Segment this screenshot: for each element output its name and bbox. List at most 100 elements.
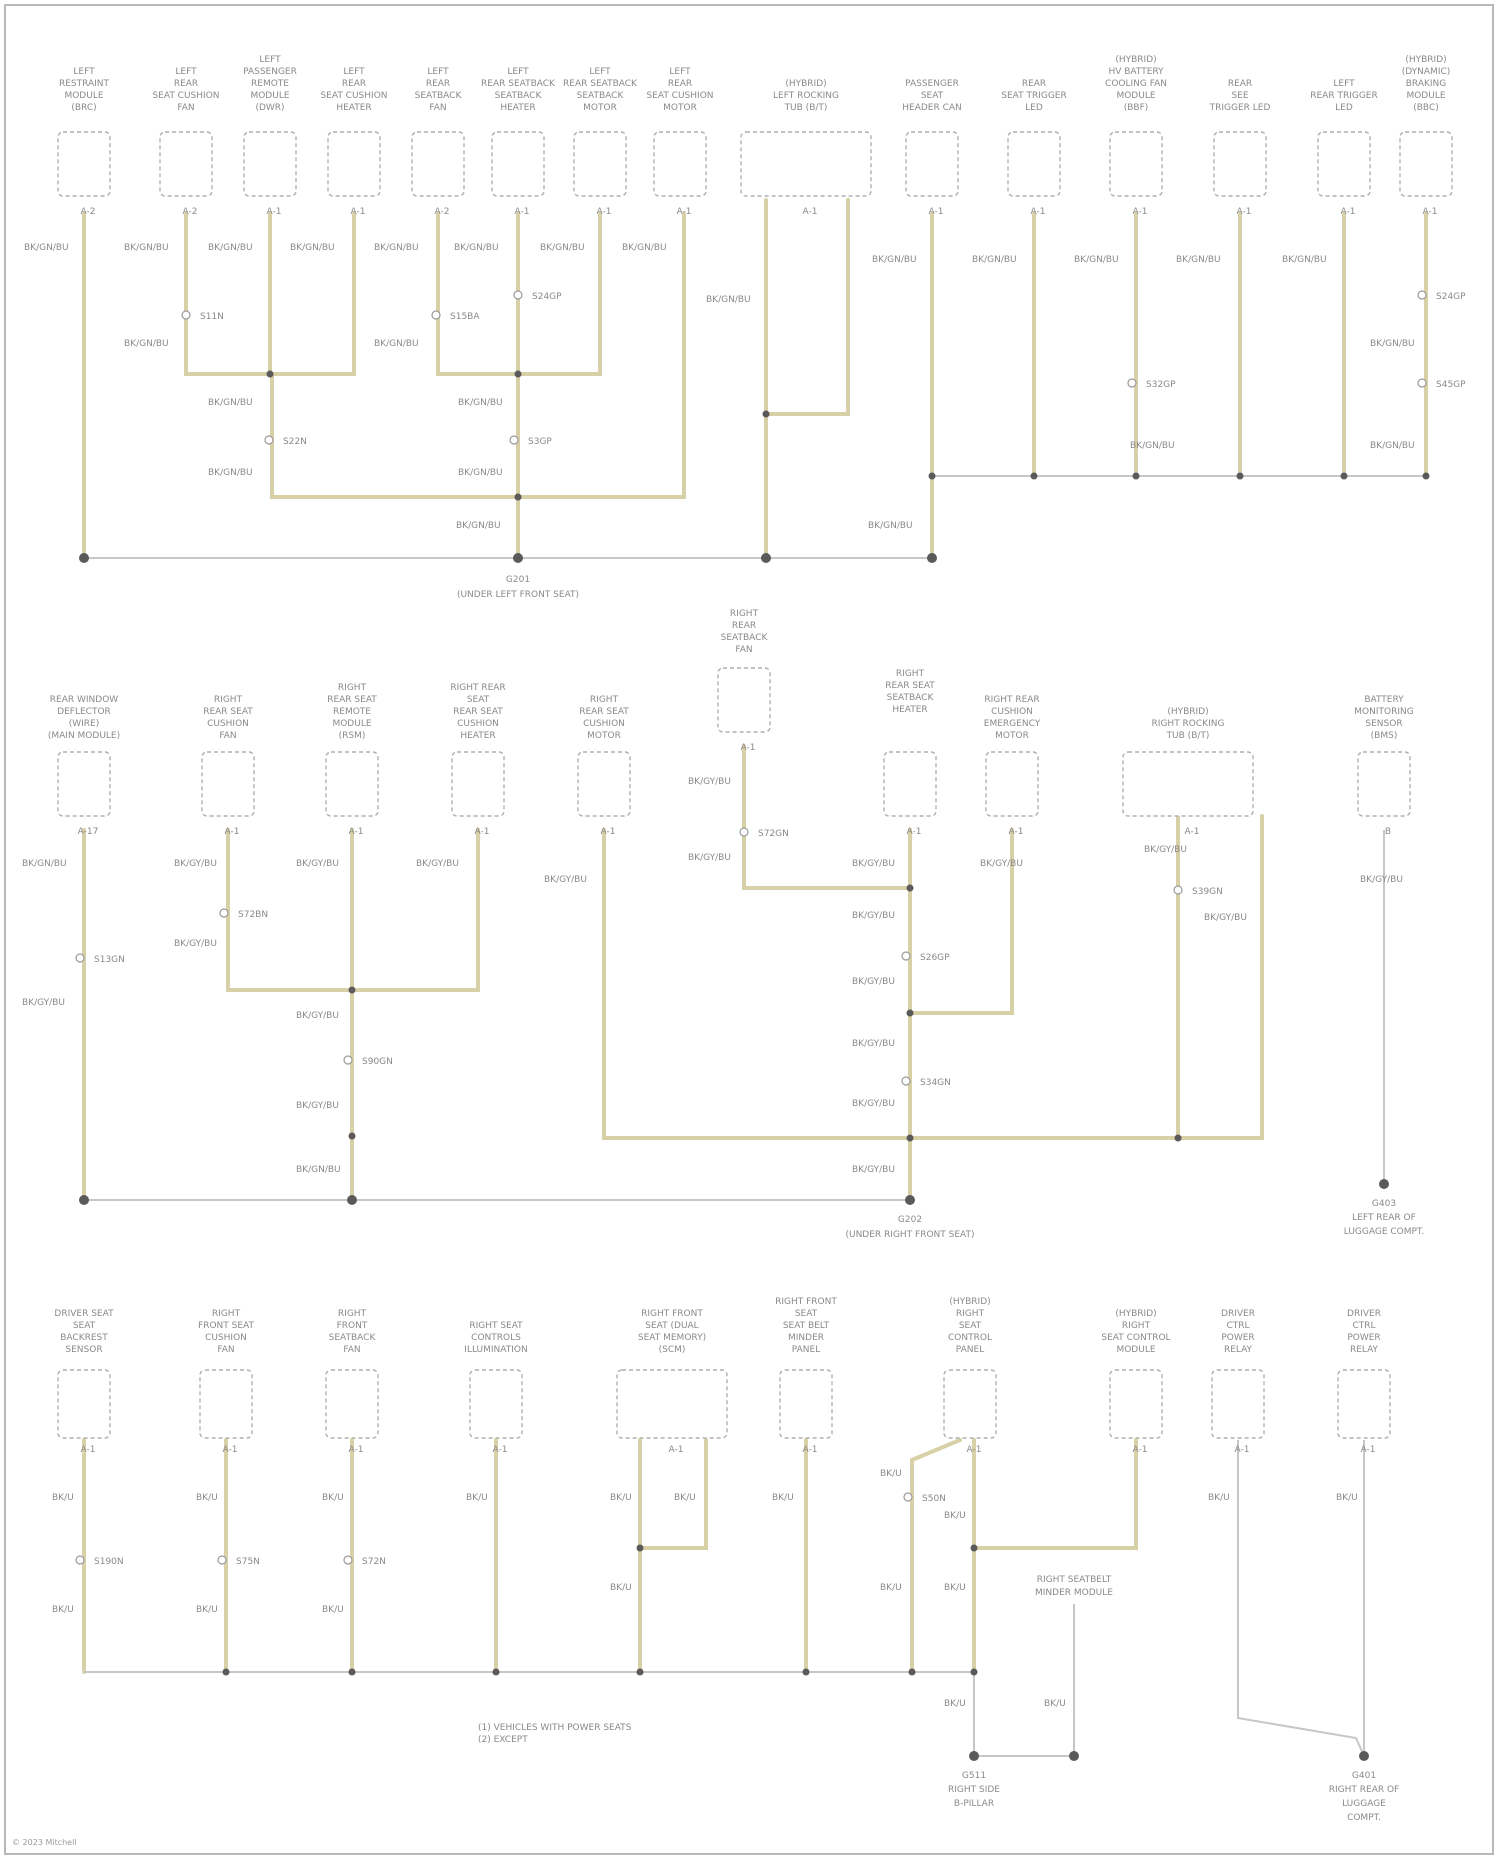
junction-dot xyxy=(907,885,914,892)
wire-color-label: BK/U xyxy=(1336,1493,1358,1503)
component-label: REAR xyxy=(1228,79,1252,89)
component-label: SEAT BELT xyxy=(783,1321,830,1331)
component-box xyxy=(617,1370,727,1438)
component-label: REAR SEATBACK xyxy=(481,79,556,89)
wire-color-label: BK/U xyxy=(610,1583,632,1593)
ground-desc: COMPT. xyxy=(1347,1813,1381,1823)
wire-rocking-r-right xyxy=(1178,816,1262,1138)
component-label: SEAT xyxy=(467,695,490,705)
component-label: MINDER xyxy=(788,1333,824,1343)
pin-label: A-1 xyxy=(741,743,756,753)
component-box xyxy=(1358,752,1410,816)
component-label: REAR SEAT xyxy=(327,695,377,705)
component-label: HEATER xyxy=(336,103,371,113)
component-box xyxy=(654,132,706,196)
splice-id: S34GN xyxy=(920,1078,951,1088)
splice-connector xyxy=(514,291,522,299)
splice-connector xyxy=(432,311,440,319)
wire-color-label: BK/U xyxy=(880,1583,902,1593)
splice-id: S32GP xyxy=(1146,380,1176,390)
splice-id: S3GP xyxy=(528,437,552,447)
component-label: SEAT xyxy=(795,1309,818,1319)
wire-color-label: BK/GY/BU xyxy=(688,777,731,787)
component-label: PASSENGER xyxy=(905,79,959,89)
wire-color-label: BK/GN/BU xyxy=(1282,255,1327,265)
splice-connector xyxy=(904,1493,912,1501)
component-label: RIGHT xyxy=(1122,1321,1151,1331)
component-label: LEFT xyxy=(1333,79,1355,89)
wire-color-label: BK/GN/BU xyxy=(374,243,419,253)
component-label: MODULE xyxy=(1116,91,1155,101)
component-label: (RSM) xyxy=(339,731,366,741)
callout-label: RIGHT SEATBELT xyxy=(1037,1575,1112,1585)
component-label: RIGHT REAR xyxy=(450,683,505,693)
component-label: MODULE xyxy=(64,91,103,101)
wire-seat-bus xyxy=(272,214,684,497)
splice-id: S13GN xyxy=(94,955,125,965)
component-box xyxy=(244,132,296,196)
pin-label: A-1 xyxy=(1341,207,1356,217)
component-label: RIGHT FRONT xyxy=(641,1309,703,1319)
component-label: SEAT xyxy=(73,1321,96,1331)
wire-color-label: BK/GY/BU xyxy=(1360,875,1403,885)
component-box xyxy=(944,1370,996,1438)
wire-color-label: BK/U xyxy=(322,1493,344,1503)
component-box xyxy=(58,752,110,816)
wire-color-label: BK/GN/BU xyxy=(124,243,169,253)
component-label: HEATER xyxy=(500,103,535,113)
splice-id: S72BN xyxy=(238,910,268,920)
legend-line: (2) EXCEPT xyxy=(478,1734,631,1746)
component-label: CONTROL xyxy=(948,1333,992,1343)
wire-color-label: BK/GN/BU xyxy=(622,243,667,253)
component-box xyxy=(326,1370,378,1438)
component-label: SEAT xyxy=(959,1321,982,1331)
component-label: SEAT CUSHION xyxy=(320,91,387,101)
ground-desc: LUGGAGE COMPT. xyxy=(1344,1227,1424,1237)
pin-label: A-1 xyxy=(601,827,616,837)
wire-color-label: BK/GN/BU xyxy=(972,255,1017,265)
component-label: PASSENGER xyxy=(243,67,297,77)
component-label: BATTERY xyxy=(1364,695,1404,705)
pin-label: A-1 xyxy=(349,827,364,837)
wire-color-label: BK/GN/BU xyxy=(868,521,913,531)
pin-label: A-1 xyxy=(1235,1445,1250,1455)
wire-color-label: BK/GY/BU xyxy=(174,859,217,869)
junction-dot xyxy=(637,1545,644,1552)
splice-connector xyxy=(76,1556,84,1564)
component-label: MOTOR xyxy=(583,103,617,113)
component-label: RIGHT xyxy=(212,1309,241,1319)
wire-color-label: BK/U xyxy=(880,1469,902,1479)
splice-connector xyxy=(902,1077,910,1085)
wire-color-label: BK/GN/BU xyxy=(458,398,503,408)
component-label: REMOTE xyxy=(333,707,371,717)
component-box xyxy=(906,132,958,196)
component-label: (HYBRID) xyxy=(1405,55,1446,65)
wire-color-label: BK/GN/BU xyxy=(1130,441,1175,451)
junction-dot xyxy=(349,1133,356,1140)
ground-id: G401 xyxy=(1352,1771,1376,1781)
wire-color-label: BK/GY/BU xyxy=(416,859,459,869)
ground-junction xyxy=(1379,1179,1389,1189)
component-label: SEATBACK xyxy=(887,693,935,703)
component-box xyxy=(1400,132,1452,196)
splice-id: S24GP xyxy=(532,292,562,302)
component-label: SEAT xyxy=(921,91,944,101)
component-label: MODULE xyxy=(1116,1345,1155,1355)
junction-dot xyxy=(515,371,522,378)
pin-label: A-1 xyxy=(223,1445,238,1455)
splice-connector xyxy=(1128,379,1136,387)
ground-desc: LEFT REAR OF xyxy=(1352,1213,1416,1223)
ground-desc: RIGHT SIDE xyxy=(948,1785,1000,1795)
splice-connector xyxy=(218,1556,226,1564)
component-label: DEFLECTOR xyxy=(57,707,111,717)
pin-label: B xyxy=(1385,827,1391,837)
junction-dot xyxy=(1423,473,1430,480)
component-box xyxy=(1008,132,1060,196)
component-label: (MAIN MODULE) xyxy=(48,731,120,741)
wire-color-label: BK/U xyxy=(466,1493,488,1503)
component-label: CUSHION xyxy=(583,719,625,729)
splice-connector xyxy=(510,436,518,444)
wire-rocking-r-left xyxy=(910,816,1178,1138)
component-label: REAR WINDOW xyxy=(50,695,119,705)
wire-color-label: BK/GY/BU xyxy=(1144,845,1187,855)
